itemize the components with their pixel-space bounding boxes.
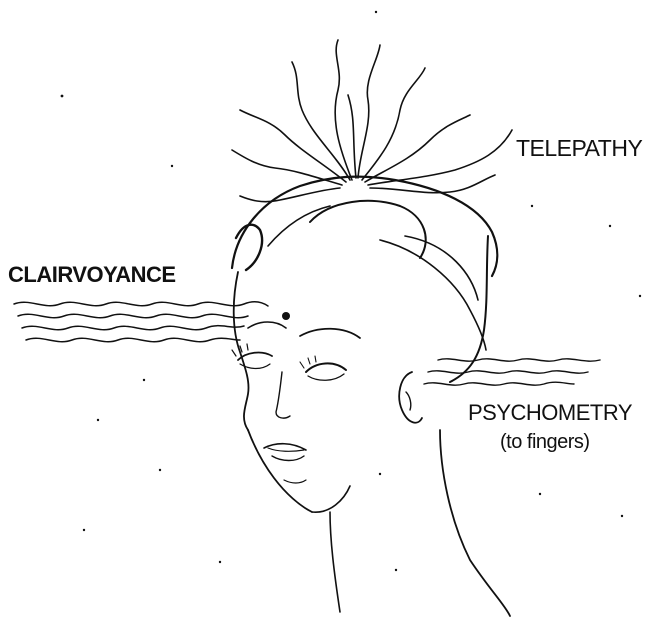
psychometry-note: (to fingers) [500, 431, 590, 453]
paper-specks [61, 11, 642, 571]
head-drawing [232, 177, 510, 616]
clairvoyance-waves [14, 302, 268, 342]
psychometry-label: PSYCHOMETRY [468, 400, 633, 425]
telepathy-label: TELEPATHY [516, 135, 642, 161]
clairvoyance-label: CLAIRVOYANCE [8, 262, 176, 287]
